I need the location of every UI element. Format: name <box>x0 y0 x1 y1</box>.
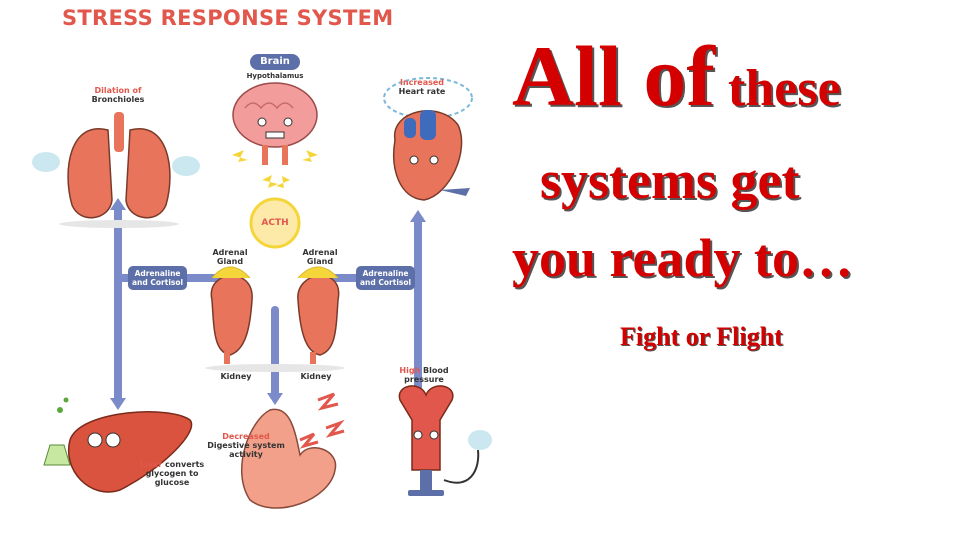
brain-label: Brain <box>250 54 300 70</box>
blood-pressure-line2: pressure <box>404 375 444 384</box>
adrenal-left-line1: Adrenal <box>212 248 248 257</box>
liver-converts: converts <box>162 460 205 469</box>
infographic-title: STRESS RESPONSE SYSTEM <box>62 6 394 30</box>
digestive-line2: Digestive system <box>207 441 285 450</box>
adrenal-right-label: Adrenal Gland <box>296 248 344 266</box>
digestive-line3: activity <box>229 450 263 459</box>
hormones-right-line2: and Cortisol <box>360 278 412 287</box>
hormones-left-line2: and Cortisol <box>132 278 184 287</box>
stress-response-infographic: STRESS RESPONSE SYSTEM Brain Hypothalamu… <box>32 6 492 509</box>
digestive-label: Decreased Digestive system activity <box>204 432 288 459</box>
arrow-down-stomach <box>267 393 283 405</box>
lungs-illustration <box>32 112 200 228</box>
stomach-illustration <box>241 392 345 509</box>
liver-line2: glycogen to <box>145 469 199 478</box>
digestive-line1: Decreased <box>222 432 270 441</box>
arrow-up-lungs <box>110 198 126 210</box>
blood-pressure-blood: Blood <box>420 366 449 375</box>
lungs-label-line1: Dilation of <box>94 86 142 95</box>
heading-all-of: All of <box>512 28 716 124</box>
hypothalamus-label: Hypothalamus <box>246 72 304 80</box>
infographic-artwork <box>32 77 492 509</box>
hormones-right-line1: Adrenaline <box>362 269 409 278</box>
adrenal-right-line2: Gland <box>306 257 334 266</box>
adrenal-right-line1: Adrenal <box>302 248 338 257</box>
arrow-down-liver <box>110 398 126 410</box>
blood-pressure-illustration <box>398 385 492 496</box>
adrenal-left-line2: Gland <box>216 257 244 266</box>
brain-illustration <box>232 82 318 188</box>
blood-pressure-high: High <box>399 366 421 375</box>
hormones-left-line1: Adrenaline <box>134 269 181 278</box>
acth-circle <box>249 197 301 249</box>
heading-these: these <box>715 60 841 117</box>
blood-pressure-label: High Blood pressure <box>392 366 456 384</box>
arrow-up-heart <box>410 210 426 222</box>
liver-line3: glucose <box>154 478 190 487</box>
kidney-right-label: Kidney <box>300 372 332 381</box>
heart-illustration <box>383 77 473 201</box>
acth-label: ACTH <box>261 218 289 228</box>
heading-line2: systems get <box>540 150 800 210</box>
liver-word: Liver <box>139 460 163 469</box>
adrenal-left-label: Adrenal Gland <box>206 248 254 266</box>
liver-label: Liver converts glycogen to glucose <box>134 460 210 487</box>
lungs-label-line2: Bronchioles <box>91 95 145 104</box>
heading-line3: you ready to… <box>512 228 854 288</box>
fight-or-flight-subheading: Fight or Flight <box>620 322 783 351</box>
liver-illustration <box>43 397 193 493</box>
lungs-label: Dilation of Bronchioles <box>78 86 158 104</box>
hormones-left-pill: Adrenaline and Cortisol <box>128 266 188 290</box>
kidney-left-label: Kidney <box>220 372 252 381</box>
kidneys-illustration <box>205 266 345 372</box>
heart-label: Increased Heart rate <box>382 78 462 96</box>
heading-line1: All of these <box>512 30 841 135</box>
heart-label-line2: Heart rate <box>398 87 446 96</box>
hormones-right-pill: Adrenaline and Cortisol <box>356 266 416 290</box>
heart-label-line1: Increased <box>399 78 445 87</box>
